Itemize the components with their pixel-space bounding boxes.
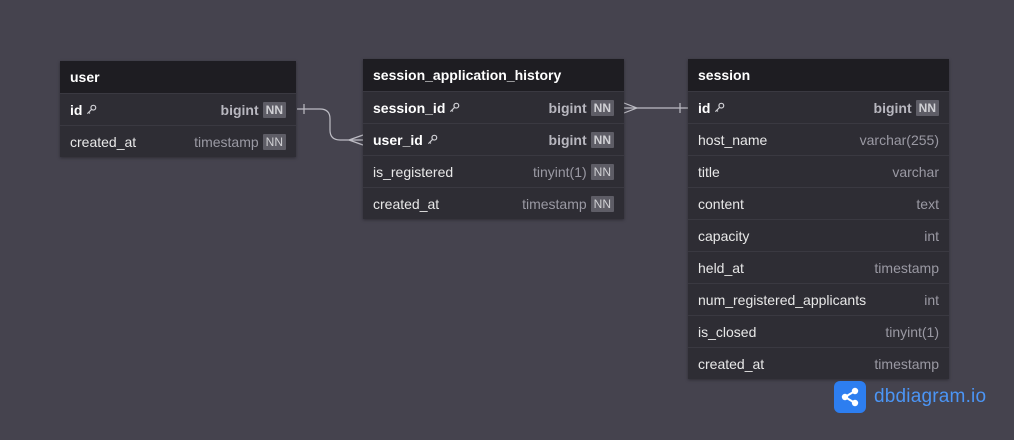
column-type: timestamp [194, 133, 259, 150]
column-row-created-at[interactable]: created_at timestamp [688, 347, 949, 379]
column-type: tinyint(1) [885, 323, 939, 340]
history-side-many-marker-2 [623, 102, 638, 114]
column-type: timestamp [522, 195, 587, 212]
column-type: bigint [220, 101, 259, 118]
column-row-host-name[interactable]: host_name varchar(255) [688, 123, 949, 155]
column-name: host_name [698, 131, 768, 148]
share-icon [834, 381, 866, 413]
column-name: user_id [373, 131, 423, 148]
column-row-user-id[interactable]: user_id bigint NN [363, 123, 624, 155]
column-row-title[interactable]: title varchar [688, 155, 949, 187]
column-type: int [924, 291, 939, 308]
column-row-id[interactable]: id bigint NN [60, 93, 296, 125]
column-row-is-closed[interactable]: is_closed tinyint(1) [688, 315, 949, 347]
table-session[interactable]: session id bigint NN host_name varchar(2… [688, 59, 949, 379]
column-name: id [70, 101, 83, 118]
column-row-num-registered-applicants[interactable]: num_registered_applicants int [688, 283, 949, 315]
not-null-badge: NN [590, 163, 614, 180]
not-null-badge: NN [262, 101, 286, 118]
column-type: bigint [873, 99, 912, 116]
column-type: text [916, 195, 939, 212]
not-null-badge: NN [590, 99, 614, 116]
table-header[interactable]: session_application_history [363, 59, 624, 91]
column-type: timestamp [874, 355, 939, 372]
column-row-is-registered[interactable]: is_registered tinyint(1) NN [363, 155, 624, 187]
column-type: varchar [892, 163, 939, 180]
not-null-badge: NN [915, 99, 939, 116]
primary-key-icon [427, 134, 438, 145]
column-type: varchar(255) [859, 131, 939, 148]
column-row-created-at[interactable]: created_at timestamp NN [363, 187, 624, 219]
column-name: is_registered [373, 163, 454, 180]
primary-key-icon [450, 102, 460, 113]
table-header[interactable]: session [688, 59, 949, 91]
column-row-session-id[interactable]: session_id bigint NN [363, 91, 624, 123]
column-name: created_at [70, 133, 137, 150]
not-null-badge: NN [590, 195, 614, 212]
dbdiagram-brand[interactable]: dbdiagram.io [834, 381, 986, 413]
column-row-held-at[interactable]: held_at timestamp [688, 251, 949, 283]
column-name: content [698, 195, 744, 212]
table-session-application-history[interactable]: session_application_history session_id b… [363, 59, 624, 219]
column-name: held_at [698, 259, 744, 276]
column-type: int [924, 227, 939, 244]
column-name: session_id [373, 99, 446, 116]
column-row-id[interactable]: id bigint NN [688, 91, 949, 123]
column-name: created_at [698, 355, 765, 372]
history-side-many-marker [348, 134, 364, 146]
primary-key-icon [87, 104, 97, 115]
table-user[interactable]: user id bigint NN created_at timestamp N… [60, 61, 296, 157]
column-type: tinyint(1) [532, 163, 587, 180]
column-type: bigint [548, 99, 587, 116]
column-type: bigint [548, 131, 587, 148]
column-type: timestamp [874, 259, 939, 276]
column-name: num_registered_applicants [698, 291, 867, 308]
brand-label: dbdiagram.io [874, 386, 987, 407]
column-name: id [698, 99, 711, 116]
table-header[interactable]: user [60, 61, 296, 93]
column-row-created-at[interactable]: created_at timestamp NN [60, 125, 296, 157]
primary-key-icon [715, 102, 725, 113]
column-row-capacity[interactable]: capacity int [688, 219, 949, 251]
column-name: created_at [373, 195, 440, 212]
column-name: title [698, 163, 720, 180]
user-to-history-line [297, 108, 363, 141]
not-null-badge: NN [262, 133, 286, 150]
column-row-content[interactable]: content text [688, 187, 949, 219]
column-name: is_closed [698, 323, 757, 340]
not-null-badge: NN [590, 131, 614, 148]
column-name: capacity [698, 227, 750, 244]
